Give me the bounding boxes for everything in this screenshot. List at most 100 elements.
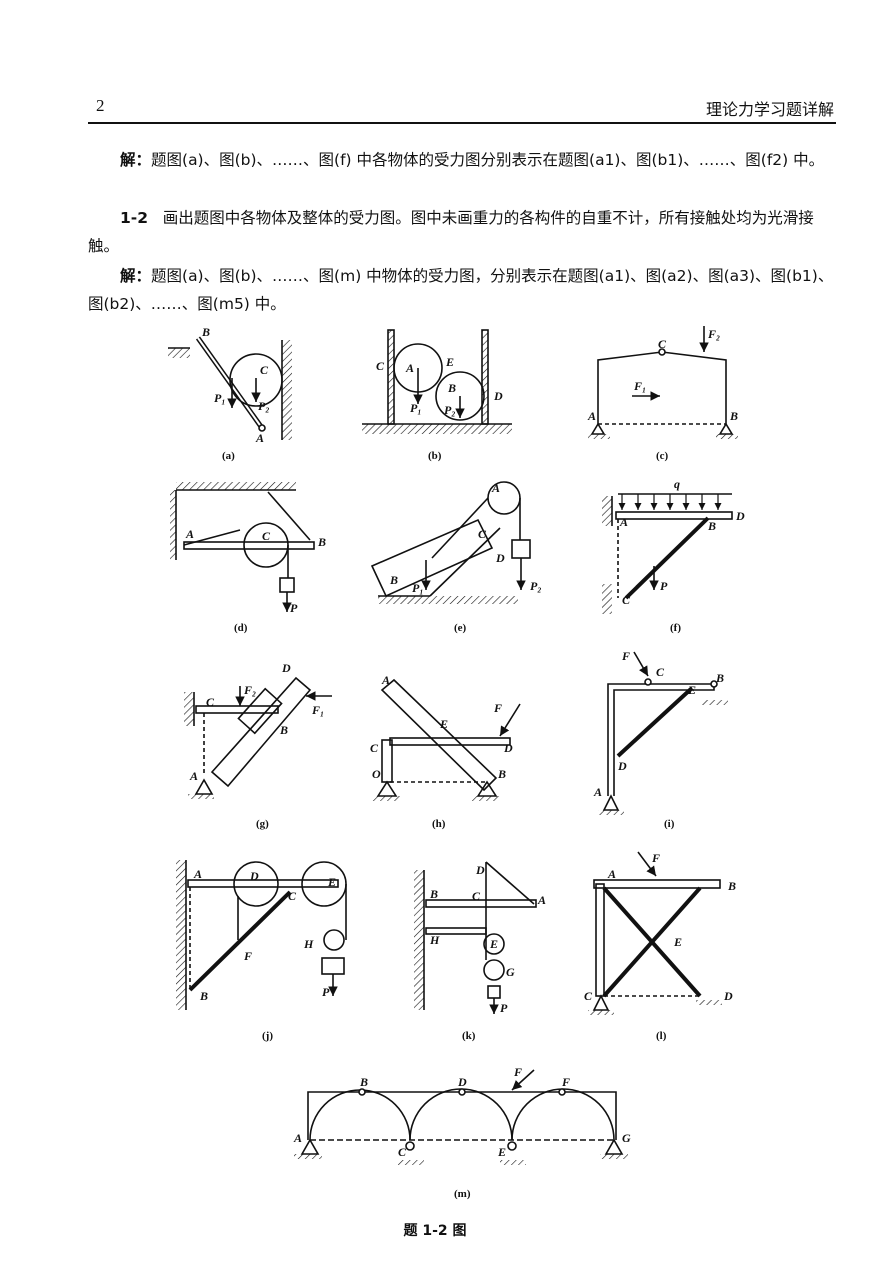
figure-h: A E F C D O B: [370, 673, 521, 801]
svg-text:C: C: [376, 359, 385, 373]
problem-number: 1-2: [120, 209, 149, 227]
svg-text:B: B: [201, 325, 210, 339]
svg-text:D: D: [493, 389, 503, 403]
caption-c: (c): [656, 450, 669, 462]
svg-text:A: A: [193, 867, 202, 881]
svg-text:H: H: [429, 933, 440, 947]
svg-text:F₂: F₂: [707, 327, 720, 341]
svg-text:P: P: [660, 579, 668, 593]
svg-text:C: C: [622, 593, 631, 607]
svg-text:G: G: [506, 965, 515, 979]
svg-text:B: B: [279, 723, 288, 737]
svg-text:B: B: [497, 767, 506, 781]
svg-text:E: E: [687, 683, 696, 697]
svg-text:D: D: [249, 869, 259, 883]
svg-text:P: P: [500, 1001, 508, 1015]
svg-text:F₁: F₁: [633, 379, 646, 393]
caption-f: (f): [670, 622, 681, 634]
svg-text:B: B: [715, 671, 724, 685]
svg-text:P₂: P₂: [258, 399, 270, 413]
caption-k: (k): [462, 1030, 476, 1042]
svg-text:B: B: [317, 535, 326, 549]
figure-caption: 题 1-2 图: [403, 1223, 467, 1239]
svg-text:B: B: [199, 989, 208, 1003]
svg-text:A: A: [405, 361, 414, 375]
svg-text:A: A: [537, 893, 546, 907]
svg-text:D: D: [503, 741, 513, 755]
caption-m: (m): [454, 1188, 471, 1200]
figure-g: C F₂ D F₁ B A: [184, 661, 332, 799]
svg-text:C: C: [478, 527, 487, 541]
figure-e: A C D B P₁ P₂: [370, 481, 542, 604]
svg-text:A: A: [185, 527, 194, 541]
svg-text:O: O: [372, 767, 381, 781]
svg-text:F: F: [513, 1065, 522, 1079]
svg-text:A: A: [619, 515, 628, 529]
svg-text:C: C: [472, 889, 481, 903]
svg-text:D: D: [457, 1075, 467, 1089]
solution-paragraph-2: 解：题图(a)、图(b)、……、图(m) 中物体的受力图，分别表示在题图(a1)…: [88, 262, 836, 318]
figure-k: D B C A H E G P: [414, 861, 546, 1015]
caption-b: (b): [428, 450, 442, 462]
svg-text:q: q: [674, 477, 680, 491]
svg-text:A: A: [293, 1131, 302, 1145]
svg-text:E: E: [439, 717, 448, 731]
svg-text:G: G: [622, 1131, 631, 1145]
problem-statement: 1-2 画出题图中各物体及整体的受力图。图中未画重力的各构件的自重不计，所有接触…: [88, 204, 836, 260]
svg-text:F₂: F₂: [243, 683, 256, 697]
svg-text:C: C: [398, 1145, 407, 1159]
page-number: 2: [96, 96, 105, 115]
svg-text:A: A: [607, 867, 616, 881]
svg-text:A: A: [593, 785, 602, 799]
svg-text:C: C: [206, 695, 215, 709]
svg-text:F: F: [493, 701, 502, 715]
caption-l: (l): [656, 1030, 667, 1042]
svg-text:D: D: [475, 863, 485, 877]
solution-text: 题图(a)、图(b)、……、图(m) 中物体的受力图，分别表示在题图(a1)、图…: [88, 267, 834, 313]
svg-text:F₁: F₁: [311, 703, 324, 717]
svg-text:A: A: [189, 769, 198, 783]
svg-text:P₂: P₂: [530, 579, 542, 593]
solution-label: 解：: [120, 267, 152, 285]
book-title: 理论力学习题详解: [705, 100, 834, 119]
svg-text:B: B: [447, 381, 456, 395]
svg-text:B: B: [359, 1075, 368, 1089]
svg-text:E: E: [673, 935, 682, 949]
problem-text: 画出题图中各物体及整体的受力图。图中未画重力的各构件的自重不计，所有接触处均为光…: [88, 209, 814, 255]
svg-text:D: D: [723, 989, 733, 1003]
figure-f: q A B D C P: [602, 477, 745, 614]
svg-text:A: A: [491, 481, 500, 495]
svg-text:C: C: [262, 529, 271, 543]
svg-text:H: H: [303, 937, 314, 951]
svg-text:F: F: [621, 649, 630, 663]
svg-text:C: C: [658, 337, 667, 351]
solution-paragraph-1: 解：题图(a)、图(b)、……、图(f) 中各物体的受力图分别表示在题图(a1)…: [88, 146, 836, 174]
figure-c: C F₂ F₁ A B: [587, 326, 738, 439]
svg-text:C: C: [370, 741, 379, 755]
caption-a: (a): [222, 450, 235, 462]
figure-m: B D F F A C E G: [293, 1065, 631, 1165]
caption-g: (g): [256, 818, 269, 830]
svg-text:C: C: [260, 363, 269, 377]
svg-text:B: B: [429, 887, 438, 901]
svg-text:E: E: [497, 1145, 506, 1159]
svg-text:B: B: [707, 519, 716, 533]
svg-text:B: B: [389, 573, 398, 587]
caption-j: (j): [262, 1030, 273, 1042]
caption-h: (h): [432, 818, 446, 830]
svg-text:F: F: [651, 851, 660, 865]
svg-text:C: C: [656, 665, 665, 679]
figure-j: A D C E F H P B: [176, 860, 347, 1010]
figure-a: B C P₁ P₂ A: [168, 325, 292, 445]
svg-text:C: C: [288, 889, 297, 903]
caption-e: (e): [454, 622, 467, 634]
solution-text: 题图(a)、图(b)、……、图(f) 中各物体的受力图分别表示在题图(a1)、图…: [151, 151, 825, 169]
svg-text:C: C: [584, 989, 593, 1003]
figure-l: F A B E C D: [584, 851, 736, 1015]
figure-d: A C B P: [170, 482, 326, 615]
solution-label: 解：: [120, 151, 152, 169]
svg-text:E: E: [327, 875, 336, 889]
svg-text:D: D: [617, 759, 627, 773]
svg-text:A: A: [587, 409, 596, 423]
